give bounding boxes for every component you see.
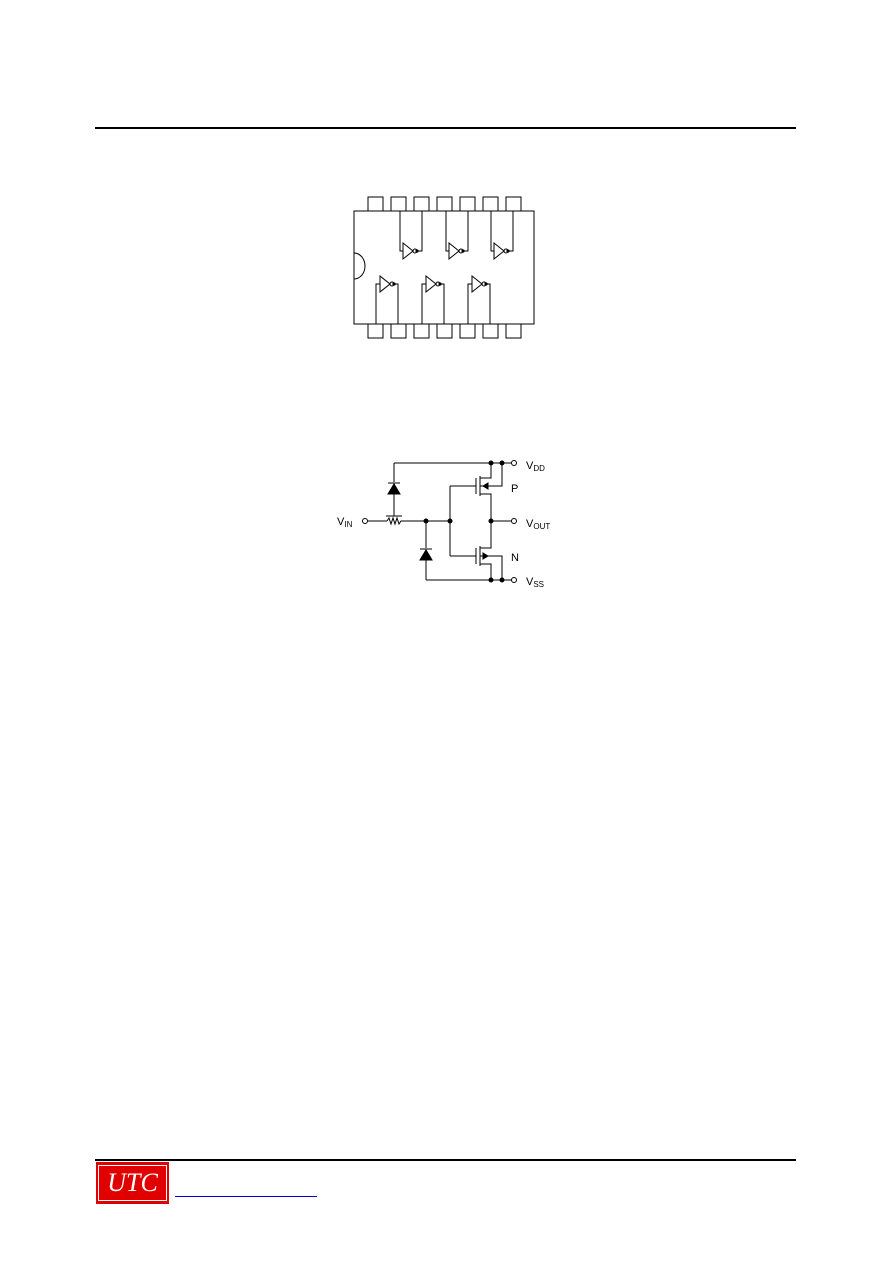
vss-label: VSS (526, 576, 544, 589)
vin-label: VIN (337, 516, 353, 529)
input-resistor (386, 516, 426, 526)
p-mosfet (475, 463, 503, 521)
top-inverters (399, 211, 514, 261)
vout-label: VOUT (526, 518, 550, 531)
vss-terminal (511, 577, 517, 583)
ic-notch (353, 252, 366, 280)
vdd-label: VDD (526, 460, 545, 473)
n-mosfet (475, 521, 503, 580)
header-rule (95, 127, 796, 129)
upper-protection-diode (387, 483, 401, 495)
n-label: N (511, 552, 519, 564)
vout-terminal (511, 518, 517, 524)
lower-protection-diode (419, 549, 433, 561)
utc-logo-text: UTC (107, 1168, 158, 1197)
vdd-terminal (511, 460, 517, 466)
p-label: P (511, 483, 518, 495)
vin-terminal (362, 518, 368, 524)
utc-logo: UTC (96, 1162, 169, 1204)
footer-website-link[interactable] (175, 1195, 317, 1197)
footer-rule (95, 1159, 796, 1161)
top-pins (367, 196, 522, 212)
